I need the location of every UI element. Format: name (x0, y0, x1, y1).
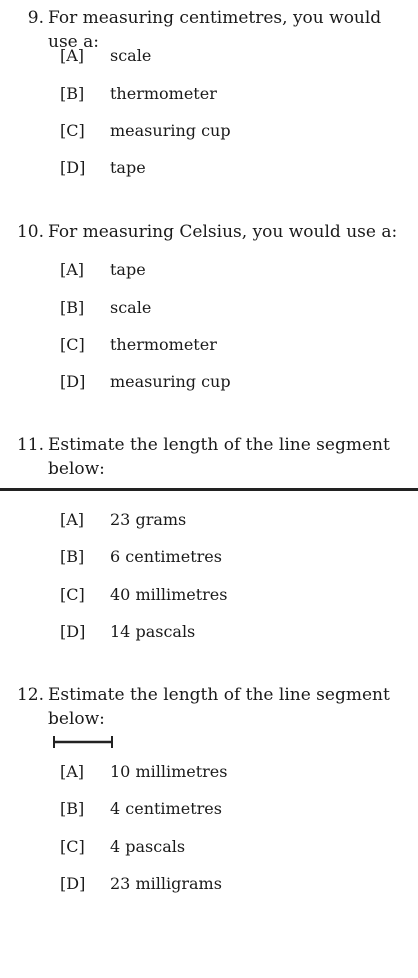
answer-option-9b[interactable]: [B] thermometer (60, 82, 217, 106)
answer-option-12d[interactable]: [D] 23 milligrams (60, 872, 222, 896)
option-letter: [A] (60, 46, 85, 65)
answer-option-9c[interactable]: [C] measuring cup (60, 119, 231, 143)
answer-option-9d[interactable]: [D] tape (60, 156, 146, 180)
option-text: tape (110, 158, 146, 177)
answer-option-11b[interactable]: [B] 6 centimetres (60, 545, 222, 569)
option-letter: [A] (60, 260, 85, 279)
option-letter: [D] (60, 622, 86, 641)
question-prompt: 12. Estimate the length of the line segm… (0, 683, 418, 731)
question-number: 10. (16, 222, 44, 242)
answer-option-10b[interactable]: [B] scale (60, 296, 151, 320)
question-10: 10. For measuring Celsius, you would use… (0, 220, 418, 244)
option-letter: [B] (60, 799, 85, 818)
question-12: 12. Estimate the length of the line segm… (0, 683, 418, 731)
option-letter: [D] (60, 372, 86, 391)
option-text: tape (110, 260, 146, 279)
question-11: 11. Estimate the length of the line segm… (0, 433, 418, 481)
answer-option-11a[interactable]: [A] 23 grams (60, 508, 186, 532)
question-number: 11. (16, 435, 44, 455)
option-text: thermometer (110, 335, 217, 354)
option-text: 10 millimetres (110, 762, 228, 781)
question-prompt: 9. For measuring centimetres, you would … (0, 6, 418, 54)
answer-option-11c[interactable]: [C] 40 millimetres (60, 583, 227, 607)
option-letter: [C] (60, 335, 85, 354)
question-text: Estimate the length of the line segment … (48, 435, 390, 479)
question-prompt: 11. Estimate the length of the line segm… (0, 433, 418, 481)
line-segment-long (0, 488, 418, 491)
question-text: For measuring centimetres, you would use… (48, 8, 382, 52)
option-letter: [A] (60, 510, 85, 529)
line-segment-short (53, 736, 113, 748)
option-letter: [C] (60, 585, 85, 604)
option-text: scale (110, 46, 152, 65)
option-text: thermometer (110, 84, 217, 103)
option-letter: [C] (60, 121, 85, 140)
answer-option-12a[interactable]: [A] 10 millimetres (60, 760, 227, 784)
answer-option-10c[interactable]: [C] thermometer (60, 333, 217, 357)
option-text: measuring cup (110, 372, 231, 391)
option-text: 23 grams (110, 510, 187, 529)
answer-option-12c[interactable]: [C] 4 pascals (60, 835, 185, 859)
option-letter: [D] (60, 874, 86, 893)
option-letter: [B] (60, 547, 85, 566)
option-text: 6 centimetres (110, 547, 222, 566)
option-text: measuring cup (110, 121, 231, 140)
question-number: 9. (27, 8, 44, 28)
option-text: 14 pascals (110, 622, 196, 641)
option-text: scale (110, 298, 152, 317)
option-letter: [C] (60, 837, 85, 856)
option-text: 4 pascals (110, 837, 186, 856)
question-9: 9. For measuring centimetres, you would … (0, 6, 418, 54)
option-text: 40 millimetres (110, 585, 228, 604)
answer-option-10a[interactable]: [A] tape (60, 258, 146, 282)
option-letter: [D] (60, 158, 86, 177)
option-letter: [A] (60, 762, 85, 781)
question-prompt: 10. For measuring Celsius, you would use… (0, 220, 418, 244)
answer-option-11d[interactable]: [D] 14 pascals (60, 620, 195, 644)
answer-option-10d[interactable]: [D] measuring cup (60, 370, 231, 394)
answer-option-9a[interactable]: [A] scale (60, 44, 151, 68)
question-text: Estimate the length of the line segment … (48, 685, 390, 729)
question-number: 12. (16, 685, 44, 705)
option-text: 4 centimetres (110, 799, 222, 818)
answer-option-12b[interactable]: [B] 4 centimetres (60, 797, 222, 821)
option-letter: [B] (60, 298, 85, 317)
question-text: For measuring Celsius, you would use a: (48, 222, 398, 242)
option-letter: [B] (60, 84, 85, 103)
option-text: 23 milligrams (110, 874, 222, 893)
